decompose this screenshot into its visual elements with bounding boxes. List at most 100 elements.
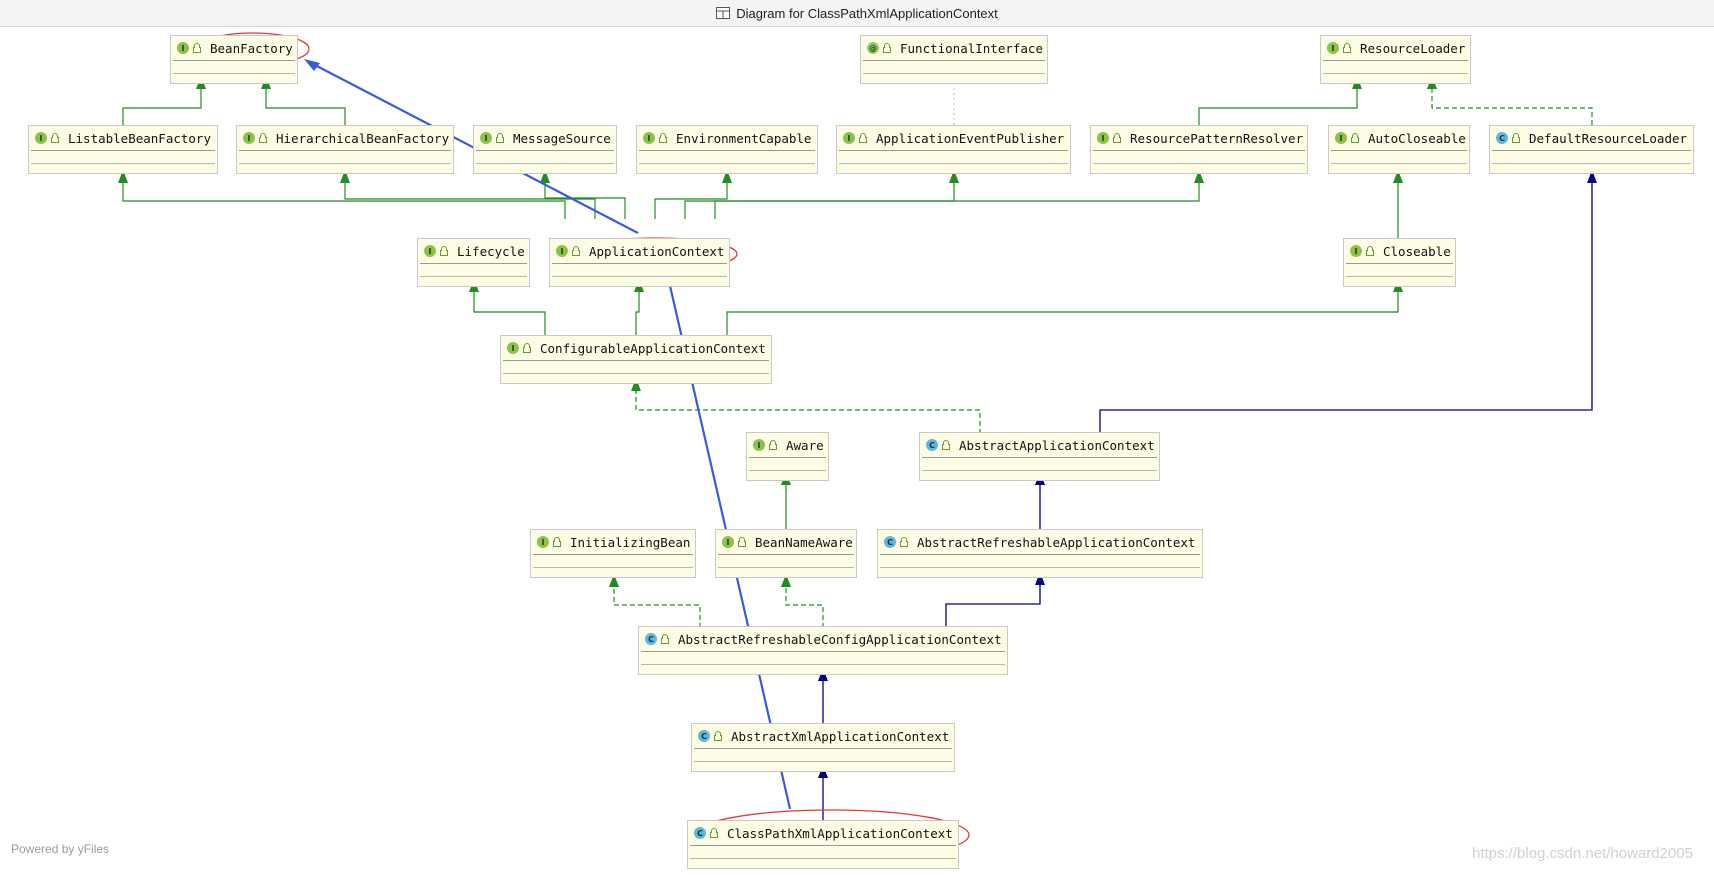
class-icon: C [698,730,710,742]
diagram-icon [716,7,731,19]
powered-by-label: Powered by yFiles [11,842,110,856]
lock-icon [440,246,448,256]
lock-icon [259,133,267,143]
node-label: InitializingBean [570,534,691,550]
node-label: ClassPathXmlApplicationContext [727,825,953,841]
node-abstractxmlapplicationcontext[interactable]: C AbstractXmlApplicationContext [691,723,955,772]
lock-icon [710,828,718,838]
node-label: AbstractXmlApplicationContext [731,728,950,744]
arrowhead [118,170,128,183]
node-environmentcapable[interactable]: I EnvironmentCapable [636,125,818,174]
interface-extends-edges [122,85,1399,531]
node-label: FunctionalInterface [900,40,1043,56]
node-beanfactory[interactable]: I BeanFactory [170,35,298,84]
arrowhead [949,170,959,183]
arrowhead [722,170,732,183]
arrowhead [631,378,641,391]
lock-icon [51,133,59,143]
lock-icon [496,133,504,143]
interface-icon: I [537,536,549,548]
lock-icon [553,537,561,547]
node-abstractrefreshableconfigapplicationcontext[interactable]: C AbstractRefreshableConfigApplicationCon… [638,626,1008,675]
edge-abstractappctx-to-configurable [635,387,981,434]
interface-icon: I [1350,245,1362,257]
annotation-icon: @ [867,42,879,54]
edge-listable-to-beanfactory [122,85,202,125]
node-label: ResourceLoader [1360,40,1466,56]
node-label: Aware [786,437,824,453]
class-icon: C [884,536,896,548]
node-classpathxmlapplicationcontext[interactable]: C ClassPathXmlApplicationContext [687,820,959,869]
edge-appctx-to-listable [122,181,566,219]
class-icon: C [1496,132,1508,144]
edge-appctx-to-publisher [684,181,955,219]
node-label: BeanNameAware [755,534,853,550]
lock-icon [572,246,580,256]
interface-icon: I [177,42,189,54]
implements-edges [613,85,1593,628]
node-resourcepatternresolver[interactable]: I ResourcePatternResolver [1090,125,1308,174]
node-label: AutoCloseable [1368,130,1466,146]
interface-icon: I [243,132,255,144]
lock-icon [1512,133,1520,143]
arrowhead [1393,170,1403,183]
lock-icon [714,731,722,741]
node-label: AbstractRefreshableConfigApplicationCont… [678,631,1002,647]
lock-icon [659,133,667,143]
interface-icon: I [424,245,436,257]
class-icon: C [694,827,706,839]
lock-icon [1113,133,1121,143]
interface-icon: I [480,132,492,144]
class-icon: C [926,439,938,451]
edge-appctx-to-hierarchical [344,181,596,219]
interface-icon: I [753,439,765,451]
annotation-arrows [310,62,792,810]
arrowhead [609,574,619,587]
edge-resourcepattern-to-resourceloader [1198,85,1358,125]
edge-hierarchical-to-beanfactory [265,85,346,125]
node-label: BeanFactory [210,40,293,56]
edge-configurable-to-appctx [635,290,640,336]
node-beannameaware[interactable]: I BeanNameAware [715,529,857,578]
lock-icon [661,634,669,644]
node-label: HierarchicalBeanFactory [276,130,450,146]
edge-appctx-to-resourcepattern [714,181,1200,219]
interface-icon: I [643,132,655,144]
edge-configurable-to-closeable [726,290,1399,336]
interface-icon: I [1327,42,1339,54]
node-hierarchicalbeanfactory[interactable]: I HierarchicalBeanFactory [236,125,454,174]
node-resourceloader[interactable]: I ResourceLoader [1320,35,1471,84]
node-initializingbean[interactable]: I InitializingBean [530,529,696,578]
node-label: ResourcePatternResolver [1130,130,1304,146]
lock-icon [1351,133,1359,143]
lock-icon [1343,43,1351,53]
arrowhead [540,170,550,183]
node-aware[interactable]: I Aware [746,432,829,481]
node-label: DefaultResourceLoader [1529,130,1688,146]
edge-configurable-to-lifecycle [473,290,546,336]
watermark: https://blog.csdn.net/howard2005 [1472,845,1693,862]
interface-icon: I [1097,132,1109,144]
node-label: ApplicationEventPublisher [876,130,1065,146]
node-defaultresourceloader[interactable]: C DefaultResourceLoader [1489,125,1694,174]
interface-icon: I [722,536,734,548]
arrowhead [1194,170,1204,183]
arrowhead [1587,170,1597,183]
class-icon: C [645,633,657,645]
node-functionalinterface[interactable]: @ FunctionalInterface [860,35,1048,84]
node-label: EnvironmentCapable [676,130,812,146]
diagram-canvas[interactable]: I BeanFactory @ FunctionalInterface I Resou… [0,26,1714,875]
lock-icon [738,537,746,547]
edge-abstractappctx-to-defaultresourceloader [1099,181,1593,434]
lock-icon [942,440,950,450]
